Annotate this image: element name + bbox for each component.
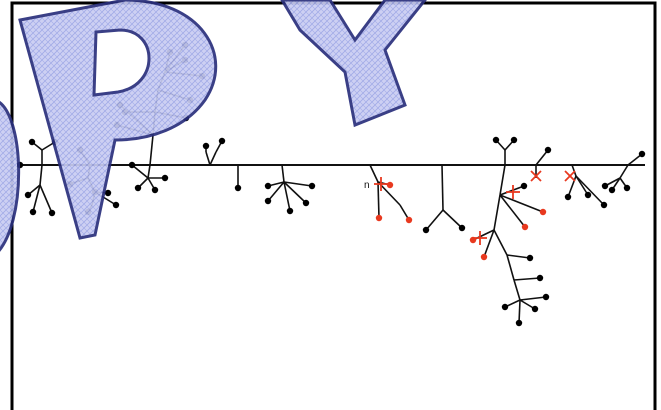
tip-node [564, 193, 572, 201]
tip-node [151, 186, 159, 194]
lost-branch-mark [506, 185, 520, 199]
tip-node [422, 226, 430, 234]
tip-node [542, 293, 550, 301]
tip-node [202, 142, 210, 150]
branch [493, 229, 508, 256]
branch [39, 184, 53, 214]
lost-branch-mark [473, 231, 487, 245]
lost-tip-node [521, 223, 529, 231]
tip-node [623, 184, 631, 192]
branch [281, 164, 285, 183]
tip-node [264, 182, 272, 190]
tip-node [544, 146, 552, 154]
branch [369, 164, 379, 183]
tip-node [601, 182, 609, 190]
lost-tip-node [386, 181, 394, 189]
branch [283, 181, 291, 212]
watermark-circle-fragment [0, 101, 21, 252]
tip-node [510, 136, 518, 144]
branch [441, 164, 444, 211]
tip-node [28, 138, 36, 146]
tip-node [515, 319, 523, 327]
branch [493, 194, 501, 231]
branch [518, 299, 521, 324]
branch [619, 164, 629, 179]
watermark-letter-y [280, 0, 427, 128]
branch [519, 296, 547, 301]
branch [425, 209, 444, 231]
lost-branch-mark [564, 170, 576, 182]
branch [513, 279, 521, 301]
branch [575, 175, 605, 206]
branch [499, 194, 544, 213]
tip-node [264, 197, 272, 205]
tip-node [492, 136, 500, 144]
tip-node [501, 303, 509, 311]
branch [571, 164, 577, 177]
branch [506, 254, 531, 259]
branch [377, 181, 380, 219]
tip-node [638, 150, 646, 158]
tip-node [104, 189, 112, 197]
tree-branches [27, 44, 643, 324]
branch [205, 151, 211, 166]
branch [209, 151, 217, 166]
lost-tip-node [375, 214, 383, 222]
tip-node [29, 208, 37, 216]
branch [513, 277, 541, 281]
tip-node [308, 182, 316, 190]
tip-node [531, 305, 539, 313]
lost-tip-node [405, 216, 413, 224]
tip-node [134, 184, 142, 192]
tip-node [24, 191, 32, 199]
watermark-letter-p [18, 0, 218, 240]
tip-node [234, 184, 242, 192]
lost-branch-mark [530, 170, 542, 182]
lost-branch-mark [374, 177, 388, 191]
lost-tip-node [480, 253, 488, 261]
tip-node [600, 201, 608, 209]
branch [147, 164, 151, 179]
tip-node [526, 254, 534, 262]
lost-marks [374, 170, 576, 245]
branch [131, 164, 149, 179]
tip-node [302, 199, 310, 207]
tree-nodes [16, 41, 646, 327]
tip-node [608, 186, 616, 194]
tip-node [520, 182, 528, 190]
lost-tip-node [539, 208, 547, 216]
branch [506, 254, 515, 281]
branch [149, 134, 154, 166]
figure-frame [10, 1, 657, 410]
tiny-marker-label: n [364, 180, 370, 191]
branch [442, 209, 463, 229]
branch [32, 184, 41, 213]
watermark [0, 0, 427, 252]
tip-node [128, 161, 136, 169]
tip-node [48, 209, 56, 217]
tip-node [218, 137, 226, 145]
branch [499, 194, 526, 228]
branch [267, 181, 285, 202]
branch [39, 164, 43, 186]
tip-node [584, 191, 592, 199]
tip-node [536, 274, 544, 282]
branch [535, 149, 549, 166]
tip-node [458, 224, 466, 232]
branch [499, 164, 506, 196]
tip-node [286, 207, 294, 215]
tip-node [112, 201, 120, 209]
tip-node [161, 174, 169, 182]
branch [283, 181, 307, 204]
branch [499, 185, 525, 196]
branch [483, 229, 495, 258]
branch [283, 181, 313, 187]
